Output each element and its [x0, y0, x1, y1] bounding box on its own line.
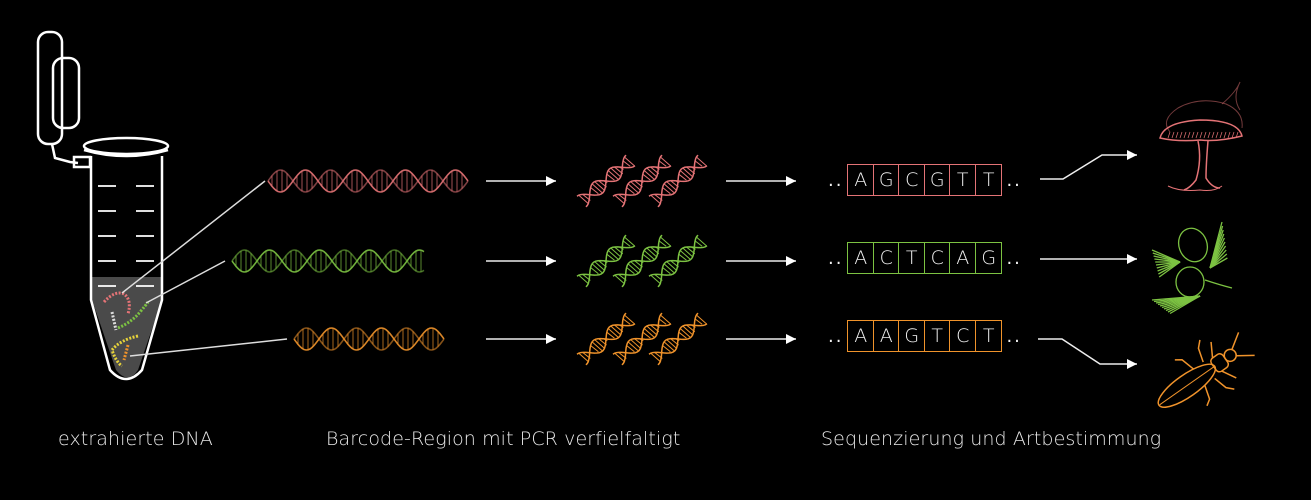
tube-liquid [92, 277, 162, 378]
sequence-row-plant: .. A C T C A G .. [824, 242, 1026, 274]
tube-lid [36, 30, 64, 146]
step-label-pcr: Barcode-Region mit PCR verfielfaltigt [326, 428, 681, 450]
arrow-icon [486, 256, 556, 266]
sequence-suffix: .. [1006, 247, 1022, 269]
sequence-box: A C T C A G [847, 242, 1003, 274]
mushroom-icon [1159, 81, 1243, 191]
dna-copy-icon [648, 234, 708, 288]
dna-helix-insect [293, 327, 445, 351]
tube-graduations [98, 185, 154, 287]
dna-helix-fungus [267, 169, 469, 193]
arrow-icon [1038, 338, 1137, 369]
pine-cone [1175, 266, 1205, 298]
base-cell: A [874, 321, 900, 351]
base-cell: T [982, 325, 995, 347]
base-cell: A [848, 165, 874, 195]
arrow-icon [726, 176, 796, 186]
base-cell: G [899, 321, 925, 351]
base-cell: G [981, 247, 997, 269]
tube-body [89, 156, 164, 381]
base-cell: C [899, 165, 925, 195]
base-cell: G [874, 165, 900, 195]
sequence-prefix: .. [828, 247, 844, 269]
base-cell: A [848, 321, 874, 351]
sequence-row-insect: .. A A G T C T .. [824, 320, 1026, 352]
base-cell: C [950, 321, 976, 351]
amplified-dna-insect [576, 312, 708, 366]
dna-copy-icon [612, 234, 672, 288]
dna-helix-plant [231, 249, 425, 273]
dna-copy-icon [648, 312, 708, 366]
pine-branch-icon [1151, 221, 1233, 315]
arrow-icon [1040, 150, 1137, 180]
tube-dna-strand [122, 344, 130, 361]
dna-copy-icon [576, 312, 636, 366]
amplified-dna-plant [576, 234, 708, 288]
tube-dna-strand [102, 291, 131, 315]
base-cell: T [899, 243, 925, 273]
sequence-box: A G C G T T [847, 164, 1003, 196]
tube-connector-lines [121, 180, 288, 357]
base-cell: A [848, 243, 874, 273]
arrow-icon [486, 176, 556, 186]
dna-copy-icon [612, 154, 672, 208]
sequence-suffix: .. [1006, 169, 1022, 191]
base-cell: C [874, 243, 900, 273]
arrow-icon [726, 256, 796, 266]
tube-lid-plug [51, 56, 81, 130]
base-cell: G [925, 165, 951, 195]
connector-line-1 [121, 180, 266, 294]
arrow-icon [1040, 254, 1137, 264]
pine-cone [1177, 227, 1209, 263]
base-cell: T [982, 169, 995, 191]
arrow-icon [486, 334, 556, 344]
tube-rim [82, 136, 170, 156]
step-label-sequencing: Sequenzierung und Artbestimmung [821, 428, 1162, 450]
connector-line-3 [129, 338, 288, 357]
sequence-prefix: .. [828, 169, 844, 191]
dna-copy-icon [648, 154, 708, 208]
tube-dna-strand [117, 301, 150, 330]
dna-copy-icon [612, 312, 672, 366]
tube-dna-strands [102, 291, 150, 368]
base-cell: T [925, 321, 951, 351]
sequence-suffix: .. [1006, 325, 1022, 347]
sequence-prefix: .. [828, 325, 844, 347]
base-cell: T [950, 165, 976, 195]
dna-copy-icon [576, 234, 636, 288]
amplified-dna-fungus [576, 154, 708, 208]
beetle-icon [1157, 332, 1255, 408]
sequence-box: A A G T C T [847, 320, 1003, 352]
sequence-row-fungus: .. A G C G T T .. [824, 164, 1026, 196]
tube-dna-strand [110, 311, 118, 331]
connector-line-2 [145, 260, 226, 304]
microcentrifuge-tube-icon [36, 30, 170, 381]
arrow-icon [726, 334, 796, 344]
dna-copy-icon [576, 154, 636, 208]
step-label-extraction: extrahierte DNA [58, 428, 213, 450]
base-cell: A [950, 243, 976, 273]
base-cell: C [925, 243, 951, 273]
